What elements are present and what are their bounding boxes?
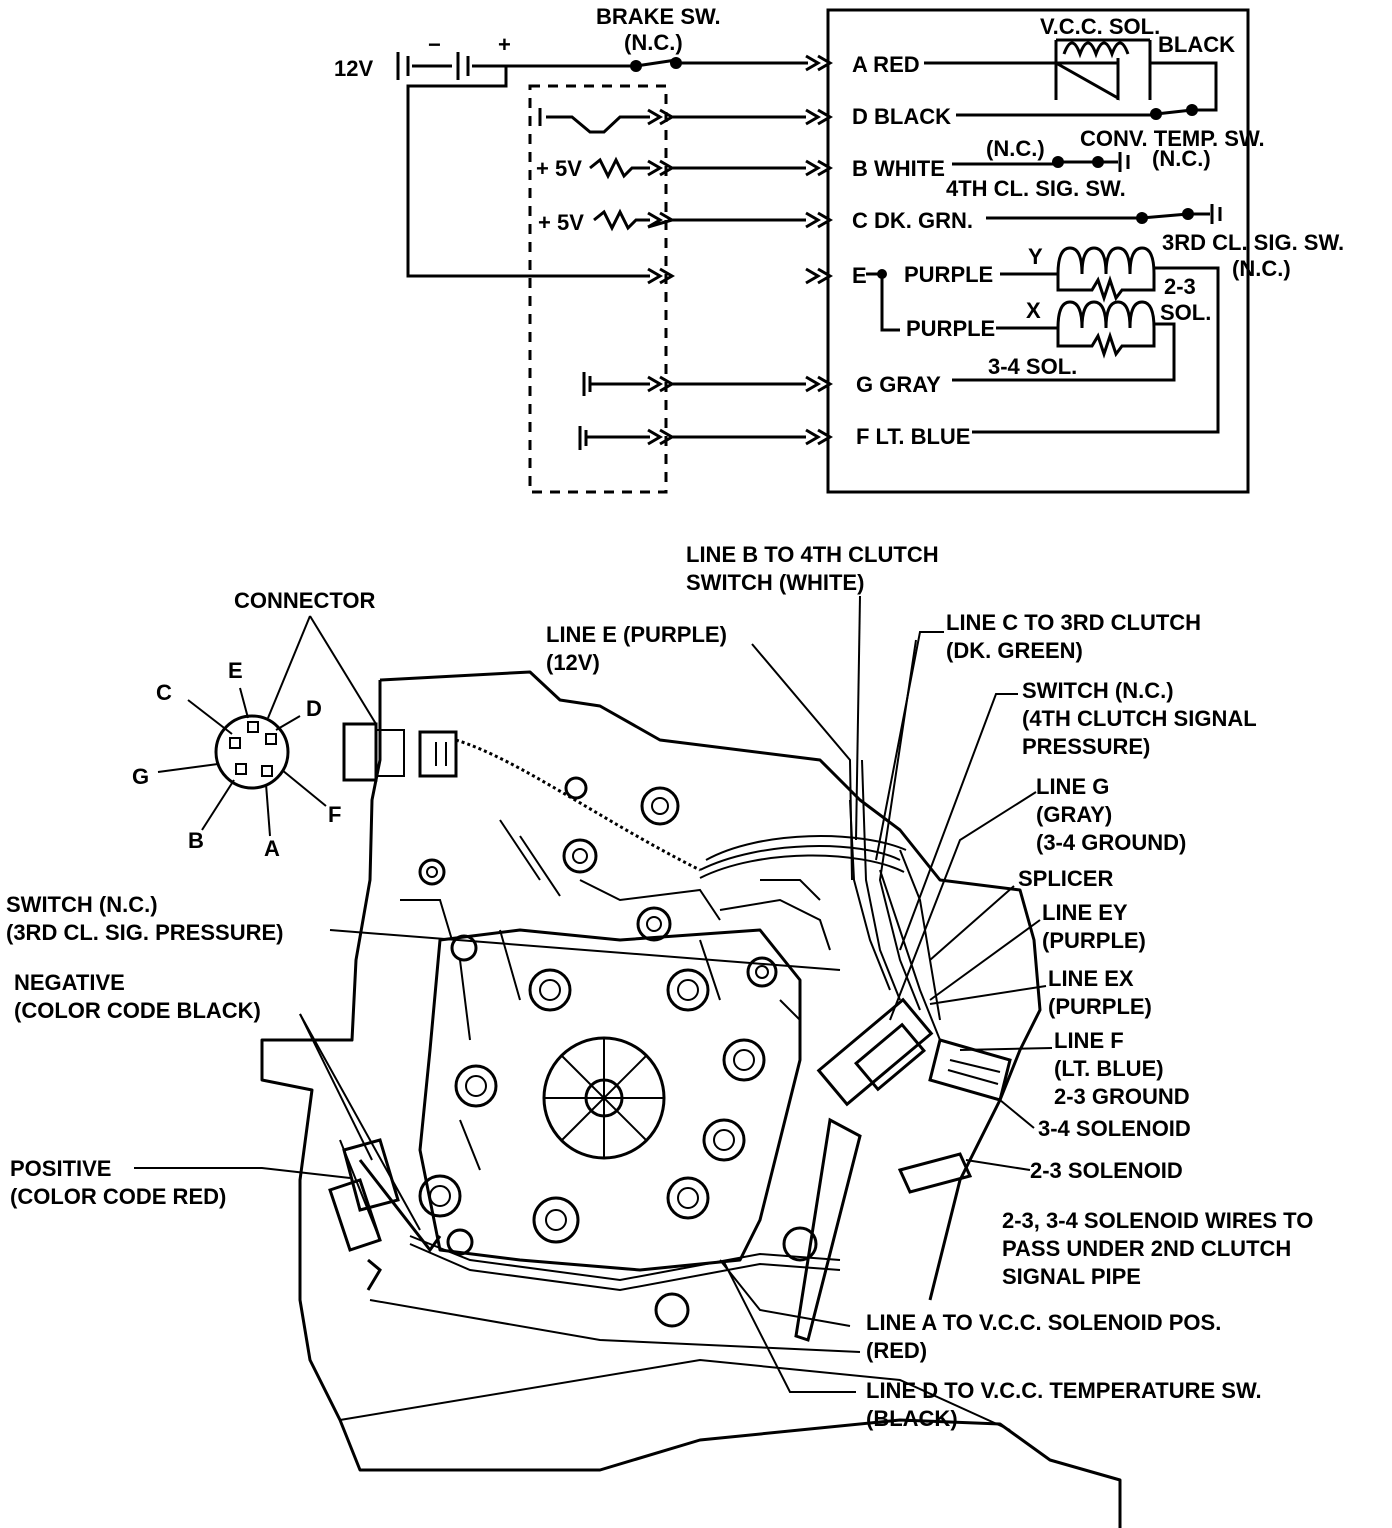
battery-positive-sign: + bbox=[498, 32, 511, 57]
purple-y-label: PURPLE bbox=[904, 262, 993, 287]
harness-box bbox=[528, 84, 668, 494]
terminal-f-label: F LT. BLUE bbox=[856, 424, 970, 449]
solenoid-2-3-label-a: 2-3 bbox=[1164, 274, 1196, 299]
callout-line-e-1: LINE E (PURPLE) bbox=[546, 622, 727, 647]
transmission-module-box bbox=[826, 8, 1250, 494]
vcc-black-label: BLACK bbox=[1158, 32, 1235, 57]
callout-line-ey-1: LINE EY bbox=[1042, 900, 1128, 925]
vcc-solenoid-symbol bbox=[1054, 38, 1152, 101]
callout-switch-4th-2: (4TH CLUTCH SIGNAL bbox=[1022, 706, 1257, 731]
callout-line-ex-1: LINE EX bbox=[1048, 966, 1134, 991]
solenoid-3-4-label: 3-4 SOL. bbox=[988, 354, 1077, 379]
callout-negative-2: (COLOR CODE BLACK) bbox=[14, 998, 261, 1023]
solenoid-2-3-label-b: SOL. bbox=[1160, 300, 1211, 325]
callout-line-b-2: SWITCH (WHITE) bbox=[686, 570, 864, 595]
terminal-b-label: B WHITE bbox=[852, 156, 945, 181]
callout-switch-3rd-1: SWITCH (N.C.) bbox=[6, 892, 158, 917]
callout-line-a-1: LINE A TO V.C.C. SOLENOID POS. bbox=[866, 1310, 1221, 1335]
callout-switch-4th-1: SWITCH (N.C.) bbox=[1022, 678, 1174, 703]
conv-temp-nc-label: (N.C.) bbox=[1152, 146, 1211, 171]
callout-splicer: SPLICER bbox=[1018, 866, 1113, 891]
pin-f-label: F bbox=[328, 802, 341, 827]
callout-solenoid-2-3: 2-3 SOLENOID bbox=[1030, 1158, 1183, 1183]
callout-line-b-1: LINE B TO 4TH CLUTCH bbox=[686, 542, 939, 567]
solenoid-3-4-symbol bbox=[1056, 300, 1156, 359]
callout-wires-note-2: PASS UNDER 2ND CLUTCH bbox=[1002, 1236, 1291, 1261]
brake-switch-label: BRAKE SW. bbox=[596, 4, 721, 29]
connector-chevrons bbox=[647, 54, 833, 446]
connector-pinout: CONNECTOR C E D G F B A bbox=[132, 588, 377, 861]
callout-leaders bbox=[134, 595, 1053, 1393]
fourth-clutch-signal-switch-label: 4TH CL. SIG. SW. bbox=[946, 176, 1126, 201]
callout-line-d-1: LINE D TO V.C.C. TEMPERATURE SW. bbox=[866, 1378, 1262, 1403]
pin-g-label: G bbox=[132, 764, 149, 789]
terminal-g-label: G GRAY bbox=[856, 372, 941, 397]
y-node-label: Y bbox=[1028, 244, 1043, 269]
callout-switch-4th-3: PRESSURE) bbox=[1022, 734, 1150, 759]
terminal-c-label: C DK. GRN. bbox=[852, 208, 973, 233]
callout-line-g-3: (3-4 GROUND) bbox=[1036, 830, 1186, 855]
callout-positive-1: POSITIVE bbox=[10, 1156, 111, 1181]
pin-c-label: C bbox=[156, 680, 172, 705]
brake-switch-nc-label: (N.C.) bbox=[624, 30, 683, 55]
callout-line-f-1: LINE F bbox=[1054, 1028, 1124, 1053]
purple-x-label: PURPLE bbox=[906, 316, 995, 341]
callout-solenoid-3-4: 3-4 SOLENOID bbox=[1038, 1116, 1191, 1141]
callout-line-c-2: (DK. GREEN) bbox=[946, 638, 1083, 663]
pin-b-label: B bbox=[188, 828, 204, 853]
pin-a-label: A bbox=[264, 836, 280, 861]
callout-line-e-2: (12V) bbox=[546, 650, 600, 675]
callout-line-f-3: 2-3 GROUND bbox=[1054, 1084, 1190, 1109]
callout-line-g-2: (GRAY) bbox=[1036, 802, 1112, 827]
callout-line-g-1: LINE G bbox=[1036, 774, 1109, 799]
conv-temp-switch-label: CONV. TEMP. SW. bbox=[1080, 126, 1265, 151]
callout-negative-1: NEGATIVE bbox=[14, 970, 125, 995]
callout-wires-note-3: SIGNAL PIPE bbox=[1002, 1264, 1141, 1289]
x-node-label: X bbox=[1026, 298, 1041, 323]
pin-d-label: D bbox=[306, 696, 322, 721]
callout-line-ex-2: (PURPLE) bbox=[1048, 994, 1152, 1019]
battery-symbol bbox=[396, 52, 500, 80]
vcc-solenoid-label: V.C.C. SOL. bbox=[1040, 14, 1160, 39]
callout-labels: LINE B TO 4TH CLUTCH SWITCH (WHITE) LINE… bbox=[6, 542, 1313, 1431]
callout-wires-note-1: 2-3, 3-4 SOLENOID WIRES TO bbox=[1002, 1208, 1313, 1233]
callout-line-f-2: (LT. BLUE) bbox=[1054, 1056, 1164, 1081]
bolt-heads bbox=[418, 776, 818, 1328]
callout-line-a-2: (RED) bbox=[866, 1338, 927, 1363]
terminal-d-label: D BLACK bbox=[852, 104, 951, 129]
callout-line-ey-2: (PURPLE) bbox=[1042, 928, 1146, 953]
callout-switch-3rd-2: (3RD CL. SIG. PRESSURE) bbox=[6, 920, 283, 945]
battery-voltage-label: 12V bbox=[334, 56, 373, 81]
plus-5v-c-label: + 5V bbox=[538, 210, 584, 235]
wiring-schematic: 12V − + BRAKE SW. (N.C.) bbox=[334, 4, 1344, 494]
callout-line-d-2: (BLACK) bbox=[866, 1406, 958, 1431]
plus-5v-b-label: + 5V bbox=[536, 156, 582, 181]
connector-title: CONNECTOR bbox=[234, 588, 375, 613]
terminal-a-label: A RED bbox=[852, 52, 920, 77]
third-clutch-signal-switch-label: 3RD CL. SIG. SW. bbox=[1162, 230, 1344, 255]
callout-line-c-1: LINE C TO 3RD CLUTCH bbox=[946, 610, 1201, 635]
terminal-e-label: E bbox=[852, 263, 867, 288]
pin-e-label: E bbox=[228, 658, 243, 683]
connector-face bbox=[214, 714, 290, 790]
callout-positive-2: (COLOR CODE RED) bbox=[10, 1184, 226, 1209]
solenoid-2-3-symbol bbox=[1056, 246, 1156, 303]
third-clutch-nc-label: (N.C.) bbox=[1232, 256, 1291, 281]
battery-negative-sign: − bbox=[428, 32, 441, 57]
b-switch-nc-label: (N.C.) bbox=[986, 136, 1045, 161]
